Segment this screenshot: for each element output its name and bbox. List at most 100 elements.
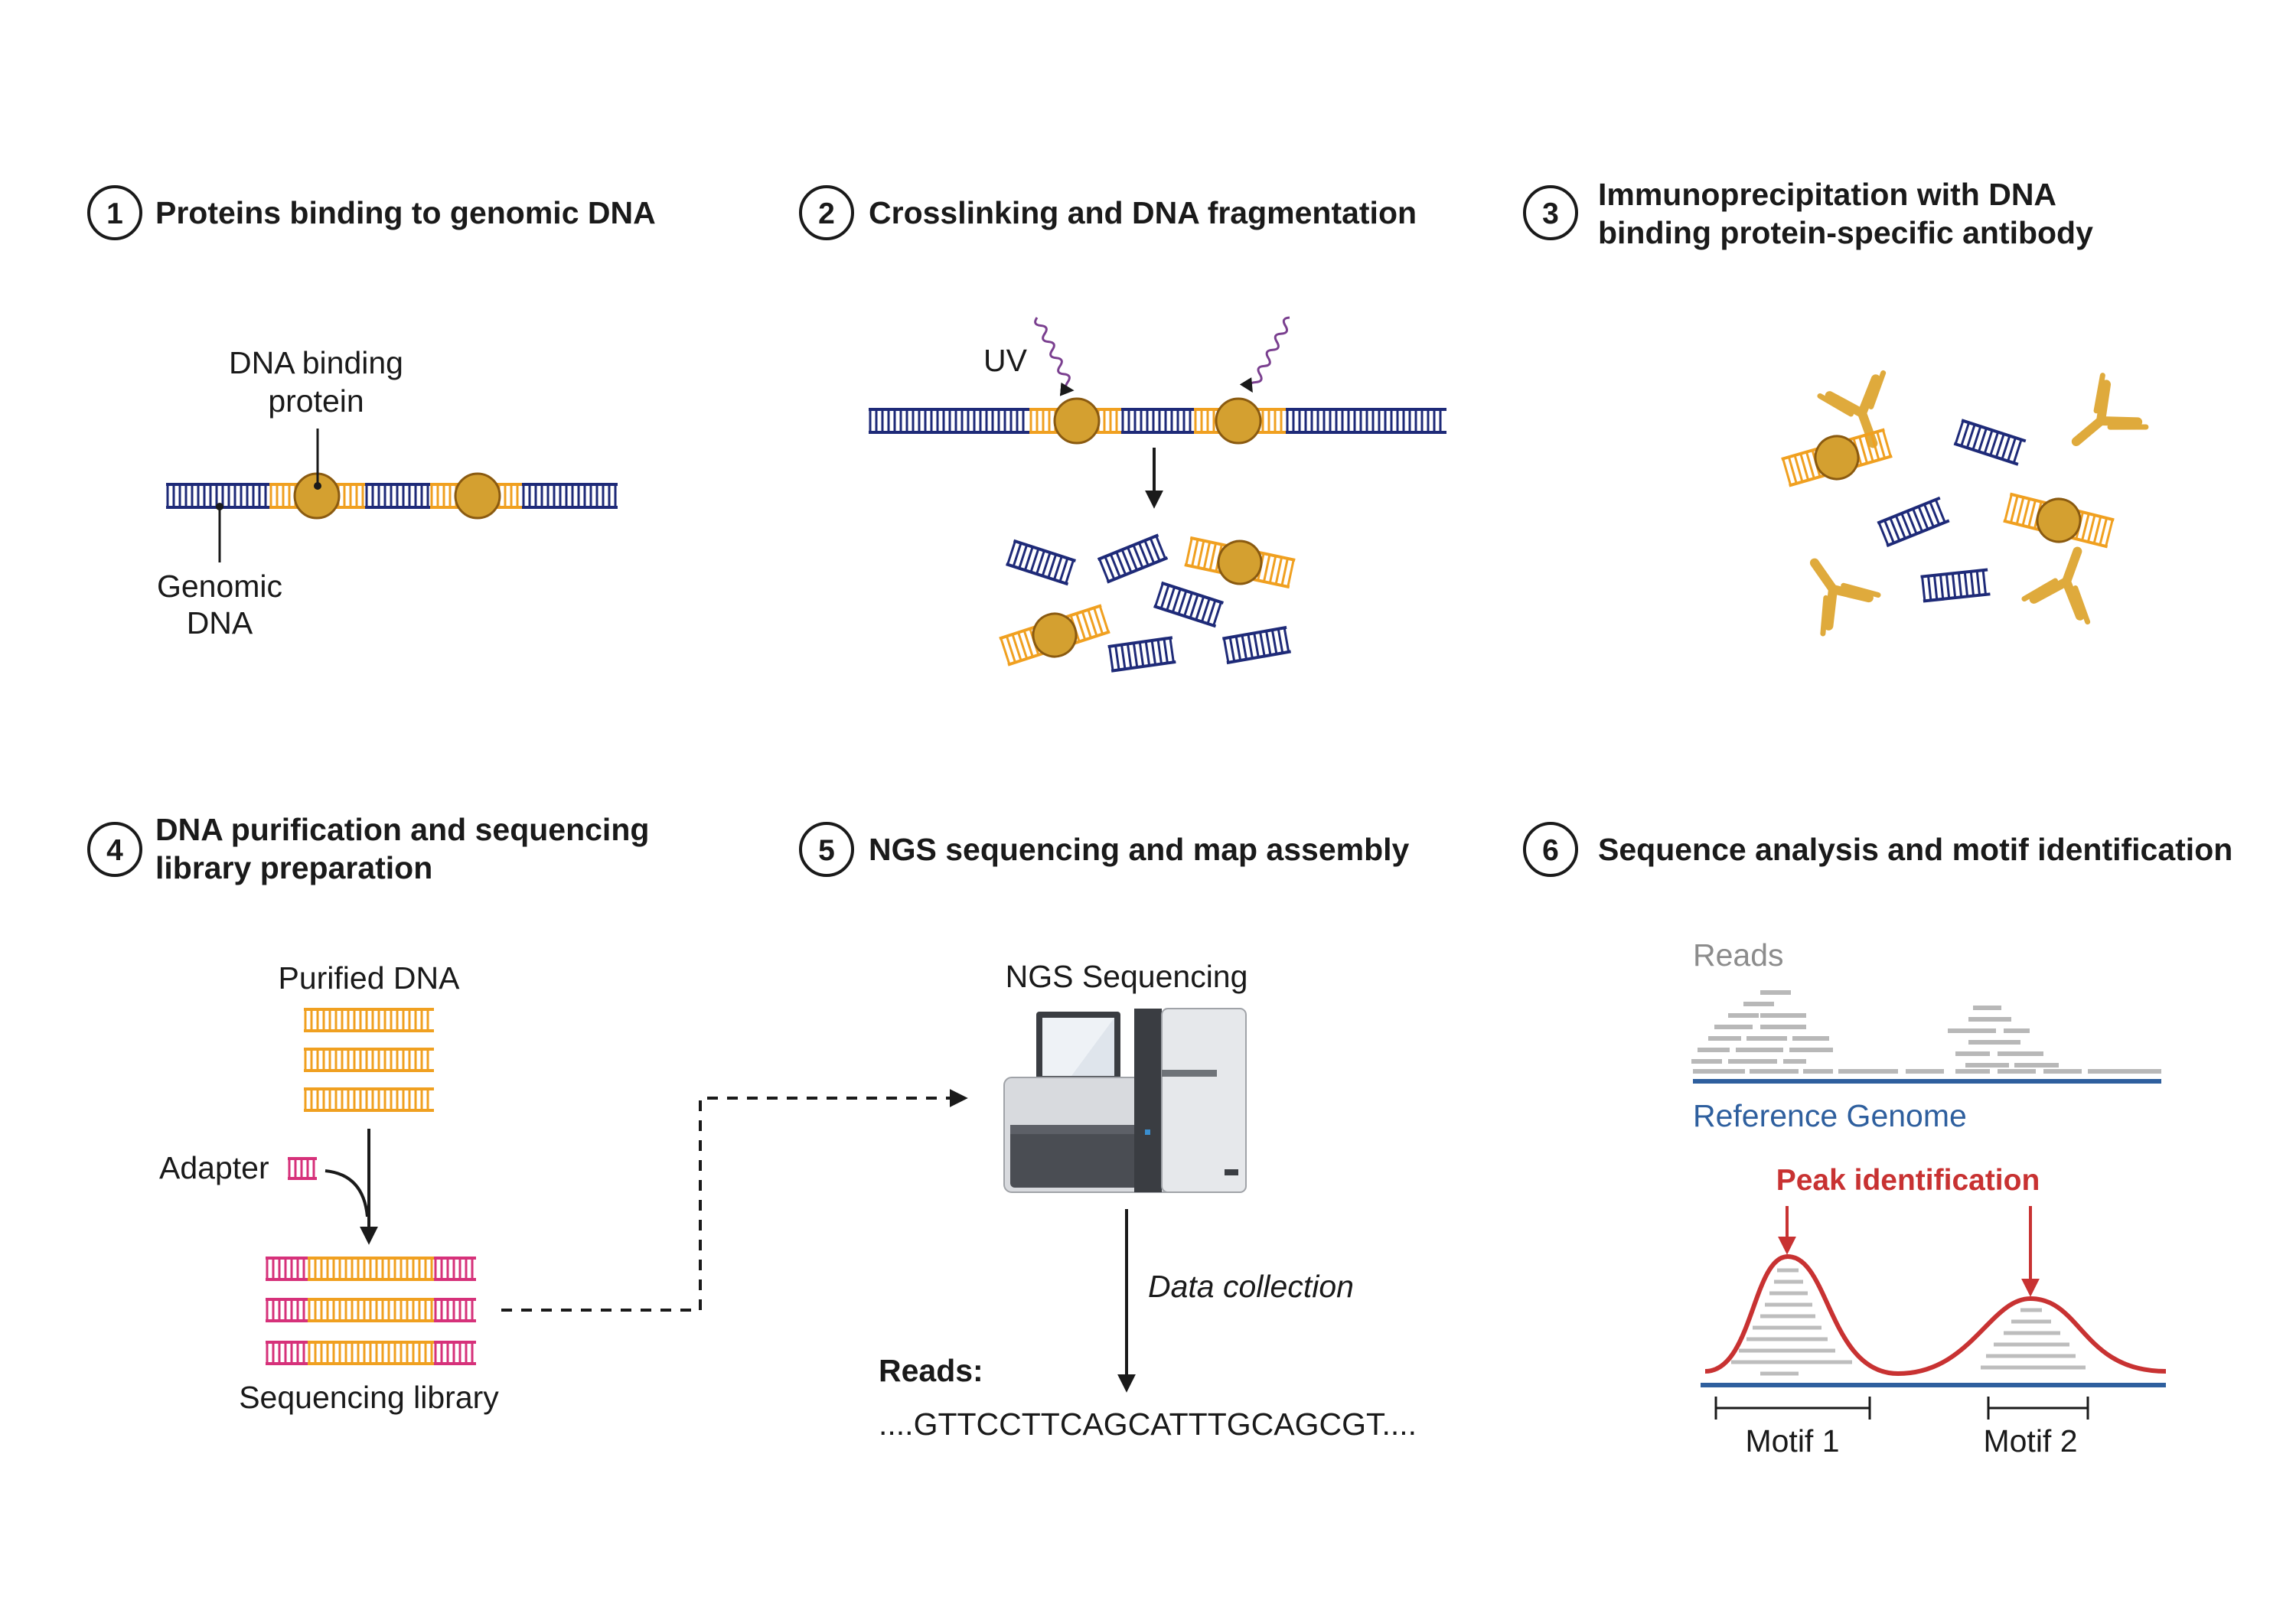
dna-fragment [1920,568,1991,603]
step-title-line-1: DNA purification and sequencing [155,812,649,847]
library-fragment [266,1341,476,1365]
step-number-circle [87,822,142,877]
dna-segment [522,483,618,509]
step-2-heading: 2 Crosslinking and DNA fragmentation [799,185,1417,240]
dna-binding-protein [2036,497,2082,543]
dna-binding-protein [1217,539,1263,585]
fragment-ladder [1006,539,1076,586]
panel-4-library-prep: Purified DNA Adapter Sequencing library [159,960,968,1415]
step-number: 2 [818,197,835,230]
read-sequence: ....GTTCCTTCAGCATTTGCAGCGT.... [879,1407,1417,1442]
dna-binding-protein [1032,612,1078,658]
adapter-label: Adapter [159,1150,269,1185]
step-title-line-1: Immunoprecipitation with DNA [1598,177,2056,212]
reads-title: Reads [1693,937,1784,973]
drawer-handle [1010,1125,1144,1134]
dna-fragment [1877,496,1950,548]
adapter-right [434,1298,476,1322]
dna-segment [1286,408,1446,434]
dna-label-line-1: Genomic [157,569,282,604]
step-4-heading: 4 DNA purification and sequencing librar… [87,812,649,885]
peak-identification-label: Peak identification [1776,1164,2040,1197]
protein-bound-fragment [2003,492,2115,549]
antibody-bound [1817,370,1887,448]
step-title-line-2: binding protein-specific antibody [1598,215,2093,250]
panel-5-ngs: NGS Sequencing Data collection Reads: ..… [879,959,1417,1442]
dna-segment [1121,408,1194,434]
library-fragment [266,1298,476,1322]
library-label: Sequencing library [239,1380,499,1415]
purified-dna-label: Purified DNA [279,960,461,996]
adapter-left [266,1298,308,1322]
status-light [1145,1129,1150,1135]
adapter-right [434,1341,476,1365]
dna-fragments [999,533,1296,673]
adapter-icon [288,1157,317,1180]
peak-curve [1704,1253,2167,1377]
sequencer-tower [1134,1009,1162,1192]
step-number: 3 [1542,197,1559,230]
antibody-free [1809,558,1881,637]
dna-pointer-dot [216,503,223,510]
uv-wave-right [1239,316,1290,393]
step-number-circle [87,185,142,240]
fragment-ladder [1920,568,1991,603]
motif-1-label: Motif 1 [1745,1423,1839,1459]
immunoprecipitation-illustration [1781,370,2149,637]
uv-label: UV [983,343,1028,378]
sequencer-drawer [1010,1125,1144,1188]
panel-6-analysis: Reads Reference Genome Peak identificati… [1691,937,2167,1459]
data-collection-label: Data collection [1148,1269,1354,1304]
adapter-left [266,1341,308,1365]
dna-fragment [1107,636,1176,673]
step-title: Crosslinking and DNA fragmentation [869,195,1417,230]
protein-bound-fragment [1781,428,1893,487]
antibody-free [2071,373,2149,446]
protein-bound-fragment [999,604,1110,667]
adapter-left [266,1257,308,1281]
purified-dna-fragment [304,1087,434,1112]
sequencer-label: NGS Sequencing [1006,959,1248,994]
aligned-reads [1691,990,2161,1074]
to-sequencing-dashed-arrow [501,1089,968,1312]
insert-dna [308,1298,434,1322]
step-number: 5 [818,834,835,867]
sequencer-machine [1003,1008,1247,1193]
dna-binding-protein [1215,397,1262,445]
reads-label: Reads: [879,1353,983,1388]
genomic-dna-strand [166,483,618,509]
crosslinked-proteins [1053,397,1262,445]
motif-1-bracket [1714,1397,1871,1420]
step-number: 4 [106,834,123,867]
dna-fragment [1097,533,1169,584]
sequencer-side-unit [1161,1008,1247,1193]
sequencing-library-fragments [266,1257,476,1365]
dna-segment [166,483,269,509]
step-title: Sequence analysis and motif identificati… [1598,832,2232,867]
dna-binding-protein [1053,397,1101,445]
fragment-ladder [1953,419,2027,466]
dna-fragment [1222,625,1291,665]
fragment-ladder [1153,581,1224,628]
step-title: Proteins binding to genomic DNA [155,195,656,230]
step-number-circle [799,185,854,240]
insert-dna [308,1257,434,1281]
step-5-heading: 5 NGS sequencing and map assembly [799,822,1410,877]
side-unit-badge [1225,1169,1238,1175]
reference-genome-label: Reference Genome [1693,1098,1967,1133]
step-title-line-2: library preparation [155,850,432,885]
adapter-join-curve [325,1169,369,1217]
dna-binding-protein [454,472,501,520]
dna-label-line-2: DNA [187,605,253,641]
step-3-heading: 3 Immunoprecipitation with DNA binding p… [1523,177,2093,250]
motif-2-bracket [1987,1397,2089,1420]
antibody-bound [2021,546,2091,625]
dna-binding-protein [1814,435,1860,481]
fragment-ladder [1877,496,1950,548]
panel-2-crosslinking: UV [869,316,1446,673]
protein-label-line-2: protein [268,383,364,419]
protein-bound-fragment [1184,536,1296,589]
step-number-circle [1523,185,1578,240]
screen-glare [1042,1018,1114,1076]
step-6-heading: 6 Sequence analysis and motif identifica… [1523,822,2232,877]
